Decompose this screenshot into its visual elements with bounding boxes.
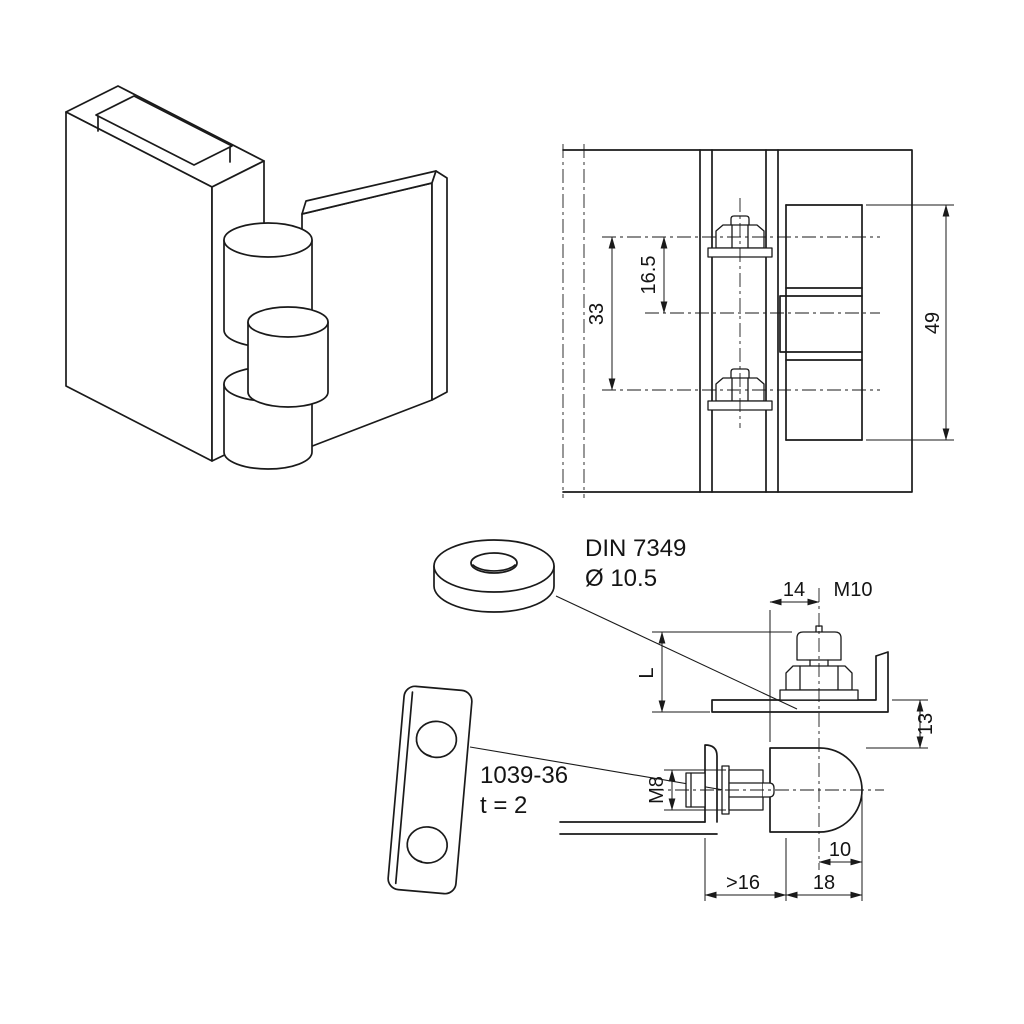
front-view-dimensions: 33 16.5 49 <box>586 204 954 441</box>
knuckle-verticals <box>785 204 863 441</box>
side-view-dimensions: 14 M10 L M8 13 10 >16 18 <box>636 579 937 901</box>
hex-facets <box>731 377 749 402</box>
dim-ext-49 <box>866 204 954 441</box>
thread-m10-label: M10 <box>834 579 873 601</box>
dim-13-label: 13 <box>915 713 937 735</box>
knuckle-horizontals <box>785 204 863 441</box>
dim-16-5-label: 16.5 <box>638 256 660 295</box>
profile-outline <box>562 149 913 493</box>
isometric-view <box>65 85 448 470</box>
washer-top <box>433 539 555 593</box>
knuckle-middle-cap <box>247 306 329 338</box>
plate-thickness-label: t = 2 <box>480 792 527 819</box>
barrel <box>769 747 863 833</box>
plate-thickness-edge <box>394 691 414 885</box>
front-view: 33 16.5 49 <box>562 144 954 498</box>
dim-gt16-label: >16 <box>726 872 760 894</box>
plate-drawing: 1039-36 t = 2 <box>387 685 568 895</box>
knuckle-top-cap <box>223 222 313 258</box>
dim-33-label: 33 <box>586 303 608 325</box>
dim-18-label: 18 <box>813 872 835 894</box>
dim-49-label: 49 <box>922 312 944 334</box>
leader-line-washer <box>555 595 798 710</box>
channel-opening-depth-lines <box>97 115 231 163</box>
lower-flange <box>559 821 718 835</box>
profile-break-lines <box>562 144 585 498</box>
axis-centerlines <box>650 588 884 870</box>
dim-14-label: 14 <box>783 579 805 601</box>
dim-10-label: 10 <box>829 839 851 861</box>
leaf-edges <box>699 149 779 493</box>
plate-hole-top-depth <box>417 745 432 757</box>
dim-L-label: L <box>636 667 658 678</box>
side-view: 14 M10 L M8 13 10 >16 18 <box>559 579 937 901</box>
front-knuckles <box>779 204 863 441</box>
hex-facets <box>799 665 839 691</box>
plate-part-label: 1039-36 <box>480 762 568 789</box>
hex-facets <box>731 224 749 249</box>
right-leaf-fold <box>431 170 448 401</box>
plate-hole-bottom <box>406 826 449 864</box>
plate-hole-top <box>415 720 458 759</box>
dim-ext-bottom <box>704 838 787 901</box>
knuckle-middle-body <box>247 321 329 408</box>
hinge-knuckles <box>223 222 329 470</box>
washer-standard-label: DIN 7349 <box>585 535 686 562</box>
bolt-shank <box>809 659 829 667</box>
bolt-centerlines <box>602 198 880 428</box>
channel-opening <box>95 95 233 166</box>
washer-drawing: DIN 7349 Ø 10.5 <box>433 535 686 613</box>
hex-facets <box>728 782 764 798</box>
washer-hole-depth <box>472 564 516 572</box>
plate-hole-bottom-depth <box>407 850 423 863</box>
middle-knuckle <box>779 295 863 353</box>
washer-hole <box>470 552 518 574</box>
washer-diameter-label: Ø 10.5 <box>585 565 657 592</box>
thread-m8-label: M8 <box>646 776 668 804</box>
